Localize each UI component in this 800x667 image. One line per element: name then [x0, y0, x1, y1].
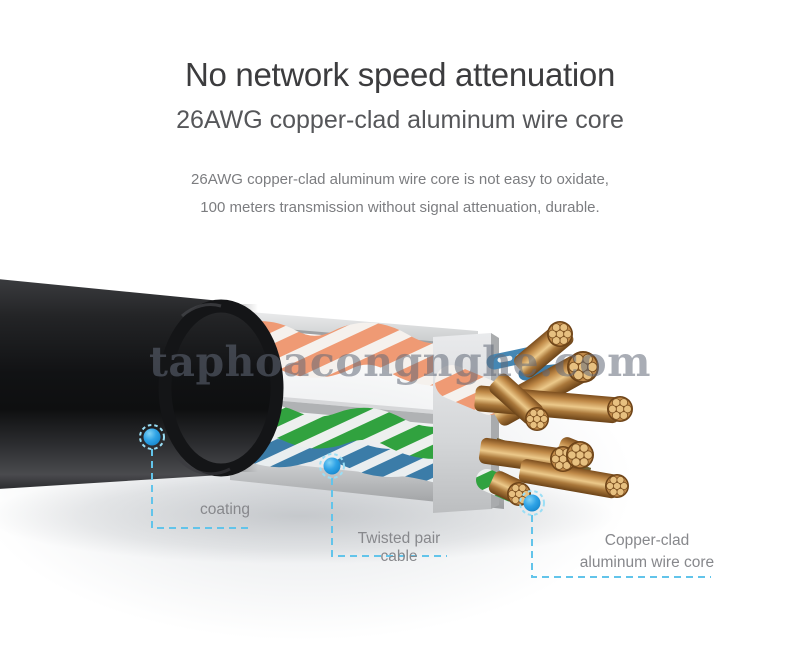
copper-wire-bundles [474, 320, 634, 507]
callout-connectors [151, 449, 711, 578]
callout-label-copper-core-line1: Copper-clad [604, 532, 690, 549]
callout-label-coating: coating [200, 501, 250, 518]
callout-label-twisted-pair: Twisted pair cable [357, 530, 441, 565]
callout-dots [139, 424, 545, 516]
coating-callout-line [151, 449, 251, 529]
callout-label-copper-core-line2: aluminum wire core [579, 554, 715, 571]
coating-callout-dot [139, 424, 165, 450]
twisted-pair-callout-dot [319, 453, 345, 479]
page-subtitle: 26AWG copper-clad aluminum wire core [176, 106, 624, 134]
copper-core-callout-dot [519, 490, 545, 516]
callout-label-copper-core: Copper-clad aluminum wire core [572, 530, 722, 574]
cable-jacket [0, 279, 284, 489]
description-line-2: 100 meters transmission without signal a… [200, 199, 600, 216]
copper-core-callout-line [531, 515, 711, 578]
page-title: No network speed attenuation [184, 56, 616, 93]
description-line-1: 26AWG copper-clad aluminum wire core is … [191, 171, 609, 188]
twisted-pair-callout-line [331, 478, 447, 557]
